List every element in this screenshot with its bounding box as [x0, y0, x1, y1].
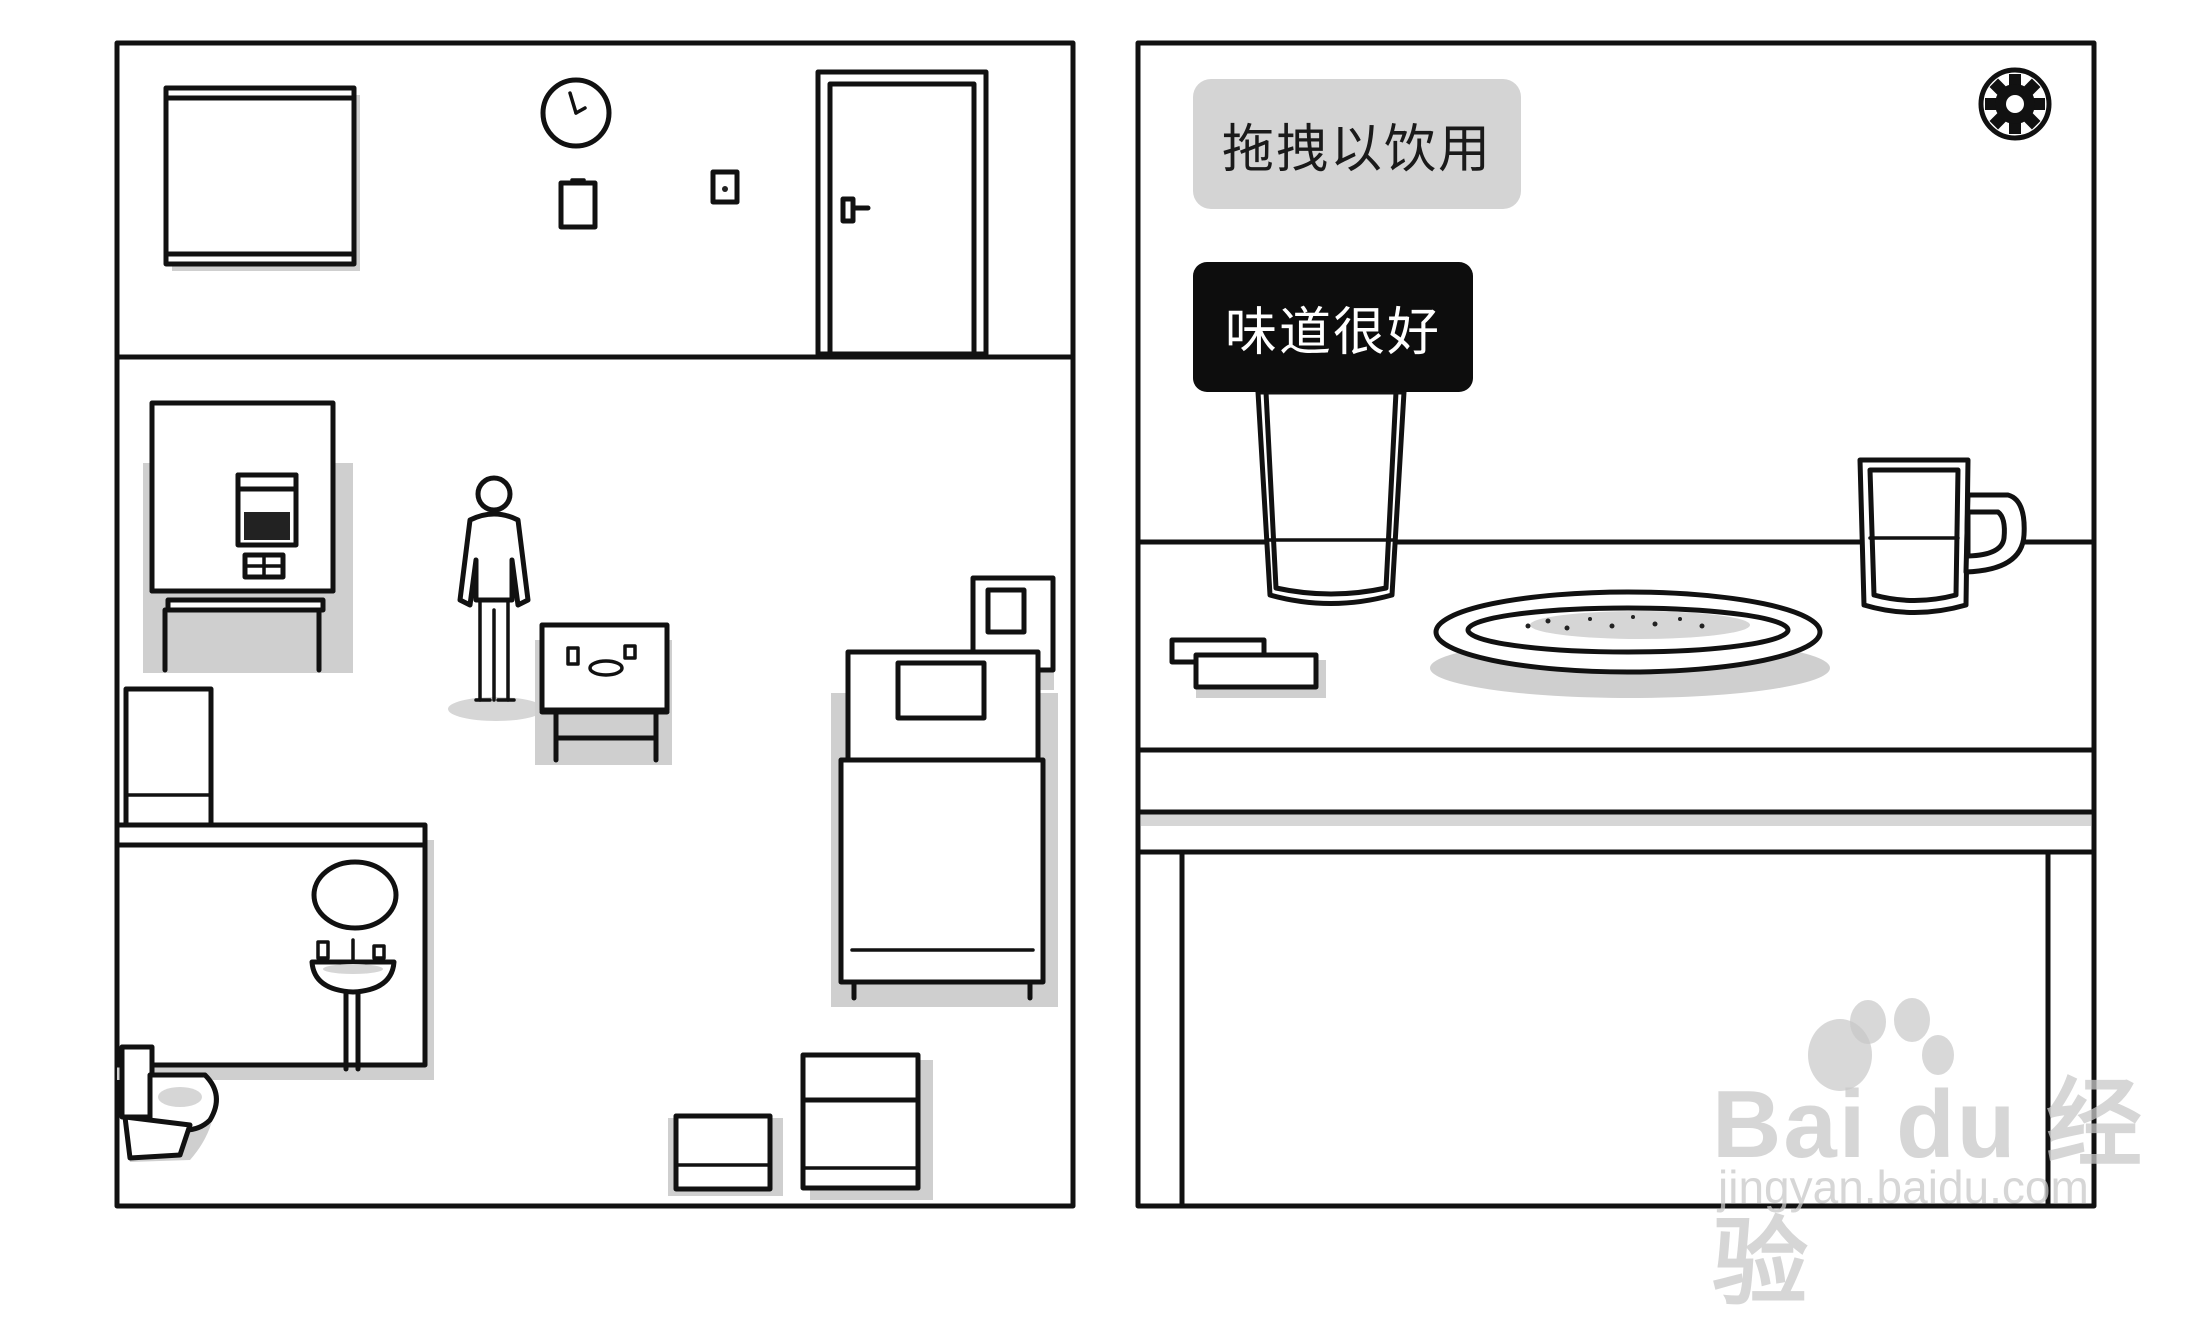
hint-bubble: 拖拽以饮用: [1193, 79, 1521, 209]
door[interactable]: [815, 69, 989, 357]
clock-icon[interactable]: [540, 77, 612, 149]
sink[interactable]: [309, 859, 399, 1072]
watermark-url: jingyan.baidu.com: [1718, 1161, 2089, 1213]
kitchen-counter[interactable]: [143, 400, 353, 673]
microwave[interactable]: [235, 472, 299, 580]
closeup-panel: [1135, 40, 2097, 1209]
window[interactable]: [163, 85, 360, 271]
player-character[interactable]: [448, 475, 544, 721]
watermark-paw-icon: [1808, 998, 1954, 1091]
toilet[interactable]: [119, 1044, 219, 1162]
drinking-glass[interactable]: [1255, 389, 1407, 606]
cabinet[interactable]: [123, 686, 214, 832]
drawer-cabinet[interactable]: [800, 1052, 933, 1200]
floor-box[interactable]: [668, 1113, 783, 1196]
room-map-panel: [114, 40, 1076, 1209]
light-switch[interactable]: [710, 169, 740, 205]
speech-bubble: 味道很好: [1193, 262, 1473, 392]
calendar-note[interactable]: [558, 178, 598, 230]
napkin[interactable]: [1169, 637, 1326, 698]
bed[interactable]: [831, 649, 1058, 1007]
game-scene: [114, 40, 2097, 1209]
mug[interactable]: [1857, 457, 2027, 615]
empty-plate[interactable]: [1430, 589, 1830, 698]
food-crumbs: [1525, 615, 1705, 631]
gear-icon[interactable]: [1978, 67, 2052, 141]
bathroom-wall: [114, 822, 434, 1080]
dining-table[interactable]: [535, 622, 672, 765]
